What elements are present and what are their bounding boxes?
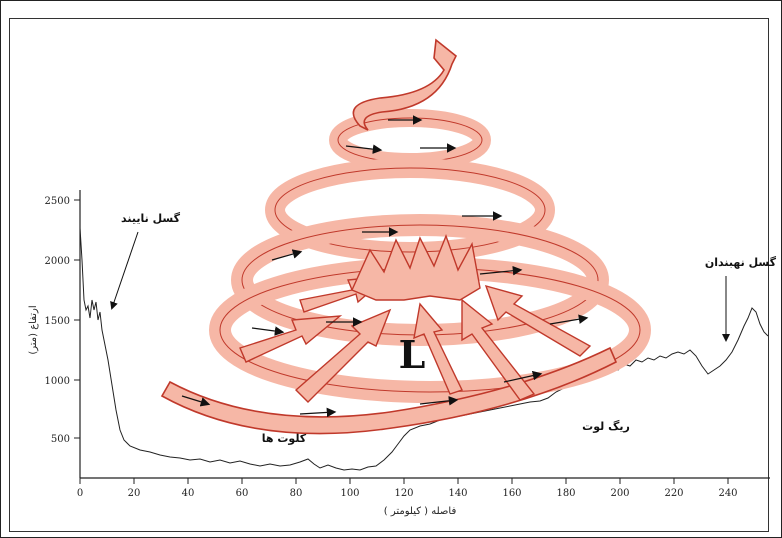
left-fault-arrow (110, 231, 139, 310)
inflow-arrow (294, 308, 392, 403)
y-tick-marks (74, 199, 80, 439)
ribbon-loop-2-edge (274, 167, 546, 253)
lut-sand-label: ریگ لوت (582, 419, 630, 433)
kaluts-label: کلوت ها (262, 432, 307, 445)
left-fault-label: گسل ناییند (121, 212, 181, 225)
x-tick-label: 220 (664, 488, 683, 499)
low-pressure-label: L (399, 332, 426, 377)
right-fault-annotation: گسل نهبندان (705, 256, 777, 342)
elevation-profile (79, 227, 769, 471)
inflow-arrow (461, 298, 536, 401)
x-tick-label: 20 (128, 488, 141, 499)
y-tick-labels: 500 1000 1500 2000 2500 (45, 196, 70, 445)
x-tick-marks (79, 478, 729, 484)
x-tick-label: 60 (236, 488, 249, 499)
y-tick-label: 1000 (45, 376, 70, 387)
inflow-arrows (239, 234, 592, 403)
x-tick-label: 240 (718, 488, 737, 499)
flow-arrows (181, 115, 589, 418)
x-tick-label: 40 (182, 488, 195, 499)
ribbon-top-exit (352, 38, 458, 131)
left-fault-annotation: گسل ناییند (110, 212, 181, 310)
x-tick-label: 0 (77, 488, 83, 499)
x-tick-label: 80 (290, 488, 303, 499)
y-tick-label: 2500 (45, 196, 70, 207)
x-tick-label: 100 (340, 488, 359, 499)
updraft-crown (351, 234, 481, 301)
x-tick-label: 180 (556, 488, 575, 499)
x-axis-title: فاصله ( کیلومتر ) (384, 506, 457, 517)
x-tick-label: 200 (610, 488, 629, 499)
x-tick-label: 160 (502, 488, 521, 499)
plot-axes (79, 190, 770, 479)
inflow-arrow (239, 315, 343, 363)
x-tick-labels: 0 20 40 60 80 100 120 140 160 180 200 22… (77, 488, 738, 499)
inflow-arrow (413, 302, 463, 395)
y-tick-label: 2000 (45, 256, 70, 267)
right-fault-label: گسل نهبندان (705, 256, 777, 269)
plot-border (9, 18, 769, 532)
x-tick-label: 120 (394, 488, 413, 499)
x-tick-label: 140 (448, 488, 467, 499)
y-tick-label: 1500 (45, 316, 70, 327)
y-axis-title: ارتفاع (متر) (28, 305, 39, 354)
y-tick-label: 500 (51, 434, 70, 445)
inflow-arrow (484, 284, 592, 357)
